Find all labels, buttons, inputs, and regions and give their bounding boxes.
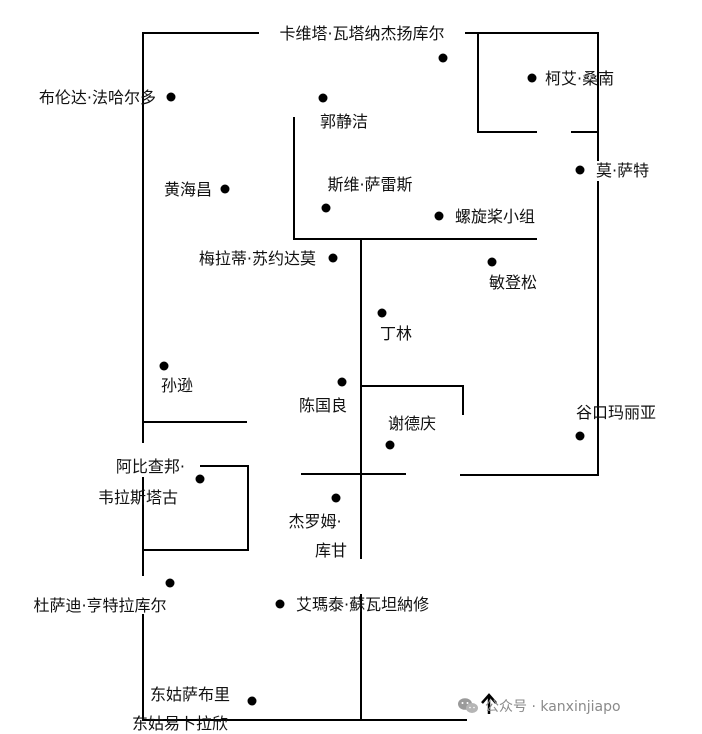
marker-dusadee <box>165 578 175 588</box>
wechat-icon <box>458 698 478 713</box>
label-tengku-sabri: 东姑萨布里 <box>150 685 230 704</box>
label-tengku-ibrahim: 东姑易卜拉欣 <box>132 714 228 733</box>
marker-aimatai <box>275 599 285 609</box>
marker-xie <box>385 440 395 450</box>
marker-apichatpong <box>195 474 205 484</box>
label-apichatpong-line2: 韦拉斯塔古 <box>98 488 178 507</box>
marker-tengku <box>247 696 257 706</box>
label-kavita: 卡维塔·瓦塔纳杰扬库尔 <box>279 24 444 43</box>
label-keai: 柯艾·桑南 <box>545 69 614 88</box>
label-siwei: 斯维·萨雷斯 <box>327 175 412 194</box>
label-ding: 丁林 <box>380 324 412 343</box>
label-huang: 黄海昌 <box>164 180 212 199</box>
markers <box>159 53 585 706</box>
label-xie: 谢德庆 <box>388 414 436 433</box>
label-guo: 郭静洁 <box>320 112 368 131</box>
marker-min <box>487 257 497 267</box>
marker-guo <box>318 93 328 103</box>
marker-chen <box>337 377 347 387</box>
label-jerome-line1: 杰罗姆· <box>288 512 341 531</box>
marker-taniguchi <box>575 431 585 441</box>
label-min: 敏登松 <box>489 273 537 292</box>
labels: 卡维塔·瓦塔纳杰扬库尔 柯艾·桑南 布伦达·法哈尔多 郭静洁 莫·萨特 黄海昌 … <box>33 24 656 733</box>
marker-propeller <box>434 211 444 221</box>
watermark-text: 公众号 · kanxinjiapo <box>485 699 621 715</box>
marker-huang <box>220 184 230 194</box>
marker-kavita <box>438 53 448 63</box>
marker-sun <box>159 361 169 371</box>
label-aimatai: 艾瑪泰·蘇瓦坦納修 <box>296 595 429 614</box>
label-melati: 梅拉蒂·苏约达莫 <box>199 249 316 268</box>
walls <box>142 32 599 721</box>
marker-mo <box>575 165 585 175</box>
label-propeller: 螺旋桨小组 <box>455 207 535 226</box>
label-chen: 陈国良 <box>299 396 347 415</box>
label-taniguchi: 谷口玛丽亚 <box>576 403 656 422</box>
marker-jerome <box>331 493 341 503</box>
marker-siwei <box>321 203 331 213</box>
marker-melati <box>328 253 338 263</box>
label-apichatpong-line1: 阿比查邦· <box>116 457 185 476</box>
label-brenda: 布伦达·法哈尔多 <box>39 88 156 107</box>
watermark: 公众号 · kanxinjiapo <box>457 693 621 719</box>
label-mo: 莫·萨特 <box>596 161 649 180</box>
up-arrow-icon <box>481 693 497 714</box>
label-sun: 孙逊 <box>161 376 193 395</box>
marker-keai <box>527 73 537 83</box>
label-jerome-line2: 库甘 <box>315 541 347 560</box>
marker-brenda <box>166 92 176 102</box>
label-dusadee: 杜萨迪·亨特拉库尔 <box>33 596 166 615</box>
marker-ding <box>377 308 387 318</box>
